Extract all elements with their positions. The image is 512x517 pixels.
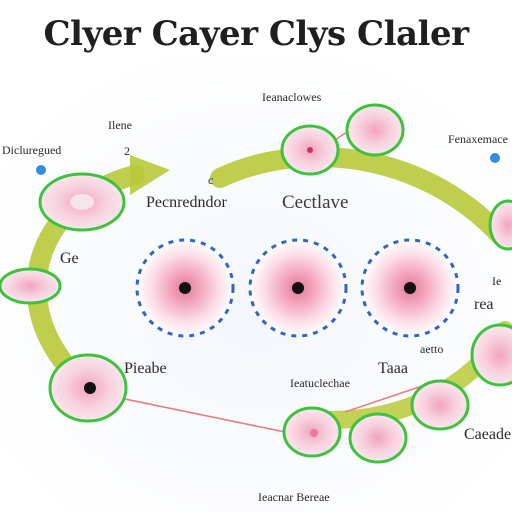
label-footer: Ieacnar Bereae bbox=[258, 490, 330, 504]
label-bottom-right: Caeade bbox=[464, 426, 512, 443]
cycle-arrow-top-right bbox=[210, 146, 510, 245]
label-bottom-center-a: Taaa bbox=[378, 360, 408, 377]
connector-line-bottom-left bbox=[119, 397, 286, 433]
label-top-left-a: Ilene bbox=[108, 118, 132, 132]
central-cell-2 bbox=[248, 238, 348, 338]
label-bottom-left: Pieabe bbox=[124, 360, 167, 377]
cell-left-top bbox=[38, 172, 126, 232]
connector-line-bottom-right bbox=[344, 384, 426, 413]
blue-dot-icon bbox=[36, 165, 46, 175]
blue-dot-icon bbox=[490, 153, 500, 163]
page-title: Clyer Cayer Clys Claler bbox=[43, 14, 469, 54]
label-top-right: Fenaxemace bbox=[448, 132, 508, 146]
cell-top-1 bbox=[280, 124, 340, 176]
cell-right-upper bbox=[488, 199, 512, 251]
label-mid-left-small: c bbox=[208, 173, 214, 187]
label-left-mid: Ge bbox=[60, 250, 79, 267]
label-mid-center: Cectlave bbox=[282, 192, 349, 213]
cycle-arrow-head-left bbox=[130, 155, 170, 195]
cell-bottom-1 bbox=[282, 406, 342, 458]
cell-left-mid bbox=[0, 267, 62, 305]
label-right-mid-a: Ie bbox=[492, 274, 502, 288]
cell-top-2 bbox=[345, 103, 405, 157]
cell-bottom-right bbox=[410, 379, 470, 431]
cell-right-lower bbox=[470, 323, 512, 387]
label-right-small: aetto bbox=[420, 342, 444, 356]
label-bottom-center-b: Ieatuclechae bbox=[290, 376, 350, 390]
central-cell-1 bbox=[135, 238, 235, 338]
label-top-left-b: 2 bbox=[124, 144, 130, 158]
central-cell-3 bbox=[360, 238, 460, 338]
cell-bottom-2 bbox=[348, 412, 408, 464]
label-left-top: Dicluregued bbox=[2, 143, 62, 157]
label-mid-left-main: Pecnredndor bbox=[146, 194, 227, 211]
cell-bottom-left bbox=[48, 353, 128, 423]
label-top-center: Ieanaclowes bbox=[262, 90, 322, 104]
label-right-mid-b: rea bbox=[474, 296, 494, 313]
